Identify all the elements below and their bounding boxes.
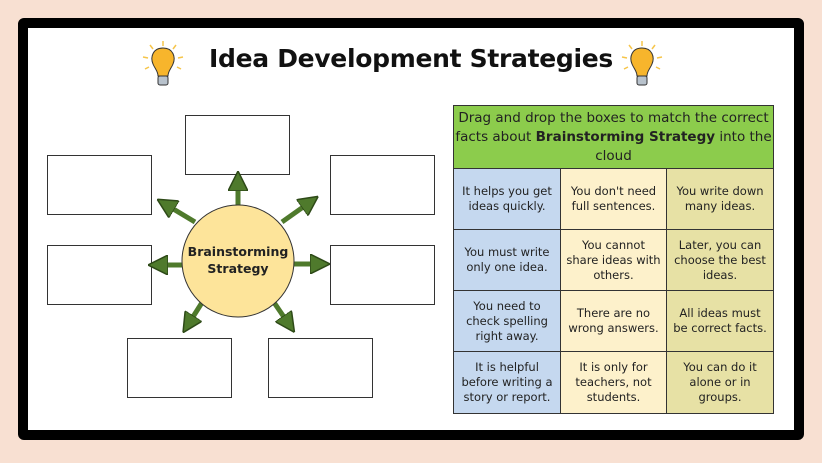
draggable-card[interactable]: Later, you can choose the best ideas. [667, 230, 773, 291]
draggable-card[interactable]: You need to check spelling right away. [454, 291, 561, 352]
draggable-card[interactable]: It is helpful before writing a story or … [454, 352, 561, 413]
instructions: Drag and drop the boxes to match the cor… [454, 106, 773, 169]
draggable-card[interactable]: It is only for teachers, not students. [561, 352, 667, 413]
draggable-card[interactable]: You can do it alone or in groups. [667, 352, 773, 413]
lightbulb-icon [621, 41, 663, 86]
arrow-icon [170, 207, 197, 225]
lightbulb-icon [142, 41, 184, 86]
center-label-line: Brainstorming [187, 244, 289, 259]
draggable-card[interactable]: You must write only one idea. [454, 230, 561, 291]
draggable-card[interactable]: There are no wrong answers. [561, 291, 667, 352]
draggable-card[interactable]: All ideas must be correct facts. [667, 291, 773, 352]
instructions-text: into the cloud [595, 129, 772, 164]
drop-box[interactable] [47, 155, 152, 215]
drop-box[interactable] [47, 245, 152, 305]
instructions-bold: Brainstorming Strategy [535, 129, 716, 145]
draggable-card[interactable]: You don't need full sentences. [561, 169, 667, 230]
drop-box[interactable] [127, 338, 232, 398]
draggable-card[interactable]: You write down many ideas. [667, 169, 773, 230]
draggable-card[interactable]: It helps you get ideas quickly. [454, 169, 561, 230]
instructions-text: Drag and drop the boxes to match the cor… [455, 110, 769, 145]
arrow-icon [280, 205, 306, 225]
drop-box[interactable] [268, 338, 373, 398]
center-label: Brainstorming Strategy [183, 243, 293, 277]
page-title: Idea Development Strategies [208, 44, 614, 73]
arrow-icon [191, 299, 206, 320]
drop-box[interactable] [330, 155, 435, 215]
center-circle [181, 204, 295, 318]
card-table: Drag and drop the boxes to match the cor… [453, 105, 774, 414]
drop-box[interactable] [330, 245, 435, 305]
center-label-line: Strategy [207, 261, 269, 276]
arrow-icon [270, 299, 286, 320]
draggable-card[interactable]: You cannot share ideas with others. [561, 230, 667, 291]
